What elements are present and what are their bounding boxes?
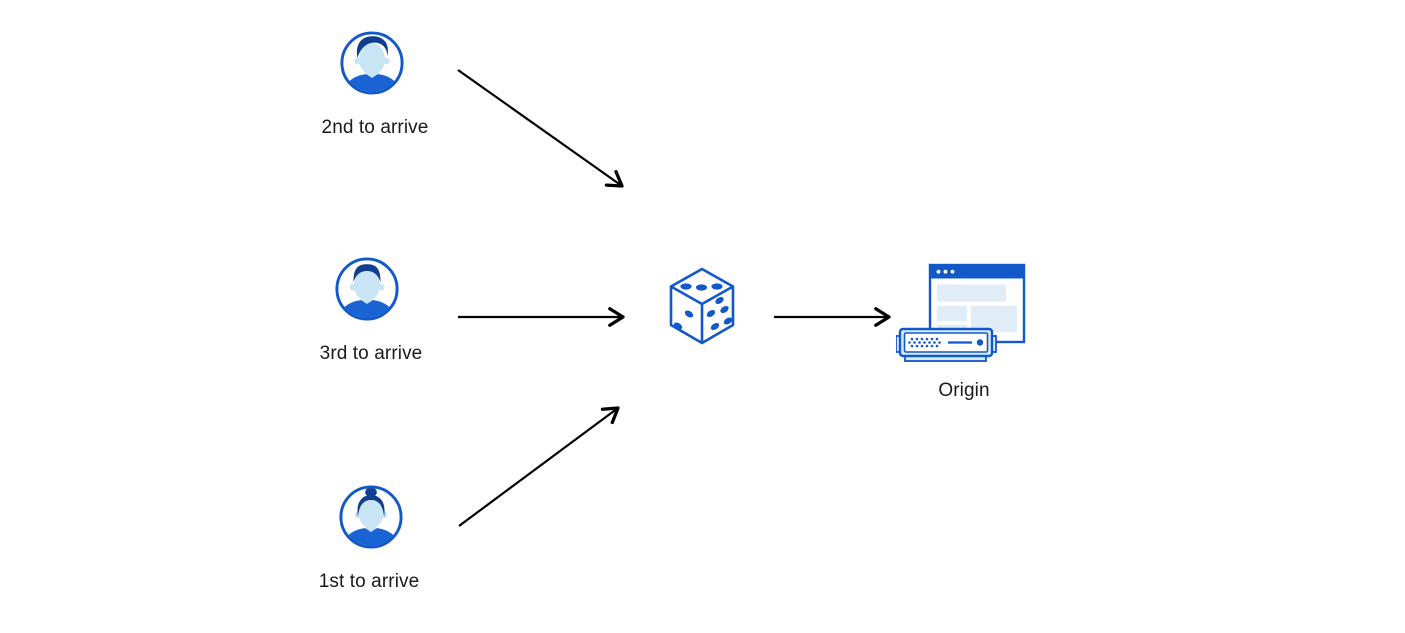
dice-node — [666, 266, 738, 348]
origin-icon — [896, 263, 1026, 362]
client-node-2nd — [339, 30, 405, 96]
person-swept-hair-avatar-icon — [340, 31, 404, 95]
origin-node — [896, 263, 1028, 365]
client-node-3rd — [334, 256, 400, 322]
person-short-hair-avatar-icon — [335, 257, 399, 321]
client-label-1st: 1st to arrive — [318, 571, 420, 592]
arrow-client1-to-dice — [458, 406, 620, 527]
person-bun-hair-avatar-icon — [339, 485, 403, 549]
client-label-2nd: 2nd to arrive — [321, 117, 429, 138]
origin-label: Origin — [938, 380, 990, 401]
client-node-1st — [338, 484, 404, 550]
client-label-3rd: 3rd to arrive — [319, 343, 423, 364]
server-icon — [896, 327, 997, 362]
arrow-client2-to-dice — [457, 69, 624, 188]
dice-icon — [669, 267, 735, 345]
